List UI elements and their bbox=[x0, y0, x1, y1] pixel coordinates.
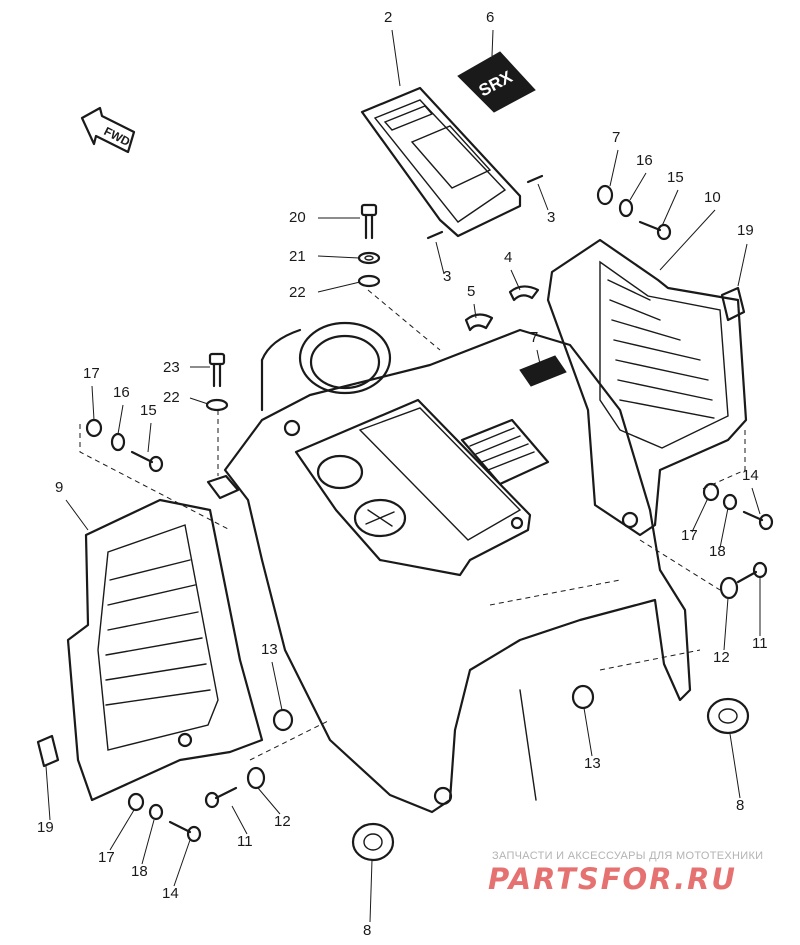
part-3-pin-left bbox=[426, 230, 444, 240]
callout-7: 7 bbox=[530, 329, 538, 346]
watermark-caption: ЗАПЧАСТИ И АКСЕССУАРЫ ДЛЯ МОТОТЕХНИКИ bbox=[492, 850, 764, 862]
part-19-clip-left bbox=[36, 734, 60, 768]
part-3-pin-right bbox=[526, 174, 544, 184]
callout-17: 17 bbox=[98, 849, 115, 866]
callout-20: 20 bbox=[289, 209, 306, 226]
part-18-washer-right-lower bbox=[722, 493, 738, 511]
forward-arrow-icon: FWD bbox=[80, 106, 136, 154]
callout-14: 14 bbox=[742, 467, 759, 484]
part-14-screw-right-lower bbox=[742, 510, 774, 531]
part-20-bolt bbox=[360, 203, 378, 240]
part-7-washer-right bbox=[596, 184, 614, 206]
callout-labels: 2 6 7 16 15 10 3 20 19 21 4 3 22 5 7 23 … bbox=[37, 9, 768, 939]
callout-22: 22 bbox=[163, 389, 180, 406]
callout-13: 13 bbox=[261, 641, 278, 658]
part-16-washer-left bbox=[110, 432, 126, 452]
callout-15: 15 bbox=[140, 402, 157, 419]
part-8-damper-right bbox=[706, 697, 750, 735]
part-18-washer-bottom-left bbox=[148, 803, 164, 821]
callout-9: 9 bbox=[55, 479, 63, 496]
callout-8: 8 bbox=[736, 797, 744, 814]
callout-4: 4 bbox=[504, 249, 512, 266]
callout-17: 17 bbox=[681, 527, 698, 544]
part-11-screw-left bbox=[204, 786, 238, 809]
part-12-collar-left bbox=[246, 766, 266, 790]
part-6-decal: SRX bbox=[457, 51, 536, 113]
part-13-damper-left bbox=[272, 708, 294, 732]
part-23-bolt bbox=[208, 352, 226, 388]
callout-18: 18 bbox=[709, 543, 726, 560]
callout-14: 14 bbox=[162, 885, 179, 902]
callout-11: 11 bbox=[752, 635, 768, 652]
part-21-nut bbox=[357, 251, 381, 265]
callout-2: 2 bbox=[384, 9, 392, 26]
part-10-right-side-cover bbox=[546, 238, 748, 537]
callout-5: 5 bbox=[467, 283, 475, 300]
part-11-screw-right bbox=[736, 561, 768, 584]
part-17-washer-bottom-left bbox=[127, 792, 145, 812]
part-12-collar-right bbox=[719, 576, 739, 600]
callout-16: 16 bbox=[636, 152, 653, 169]
callout-22: 22 bbox=[289, 284, 306, 301]
part-7-emblem bbox=[519, 355, 567, 387]
callout-12: 12 bbox=[713, 649, 730, 666]
callout-17: 17 bbox=[83, 365, 100, 382]
callout-10: 10 bbox=[704, 189, 721, 206]
callout-23: 23 bbox=[163, 359, 180, 376]
callout-15: 15 bbox=[667, 169, 684, 186]
callout-16: 16 bbox=[113, 384, 130, 401]
part-22-washer-lower bbox=[205, 398, 229, 412]
watermark-brand-logo: PARTSFOR.RU bbox=[488, 862, 737, 896]
part-15-screw-left bbox=[130, 450, 164, 473]
part-19-clip-right bbox=[720, 286, 746, 322]
callout-12: 12 bbox=[274, 813, 291, 830]
part-15-screw-right bbox=[638, 220, 672, 241]
leader-lines bbox=[45, 29, 761, 923]
callout-19: 19 bbox=[737, 222, 754, 239]
part-13-damper-right bbox=[571, 684, 595, 710]
callout-13: 13 bbox=[584, 755, 601, 772]
part-14-screw-bottom-left bbox=[168, 820, 202, 843]
callout-3: 3 bbox=[547, 209, 555, 226]
part-17-washer-left bbox=[85, 418, 103, 438]
mount-bracket-left bbox=[206, 474, 240, 500]
callout-7: 7 bbox=[612, 129, 620, 146]
callout-21: 21 bbox=[289, 248, 306, 265]
part-22-washer-upper bbox=[357, 274, 381, 288]
callout-18: 18 bbox=[131, 863, 148, 880]
callout-6: 6 bbox=[486, 9, 494, 26]
tank-cover-body bbox=[223, 321, 692, 814]
callout-19: 19 bbox=[37, 819, 54, 836]
callout-3: 3 bbox=[443, 268, 451, 285]
part-16-washer-right bbox=[618, 198, 634, 218]
part-9-left-side-cover bbox=[66, 498, 264, 802]
part-2-cover-plate bbox=[360, 86, 522, 238]
part-4-grommet bbox=[508, 285, 540, 302]
callout-8: 8 bbox=[363, 922, 371, 939]
callout-11: 11 bbox=[237, 833, 253, 850]
part-8-damper-bottom bbox=[351, 822, 395, 862]
part-5-clip bbox=[464, 313, 494, 332]
part-17-washer-right-lower bbox=[702, 482, 720, 502]
